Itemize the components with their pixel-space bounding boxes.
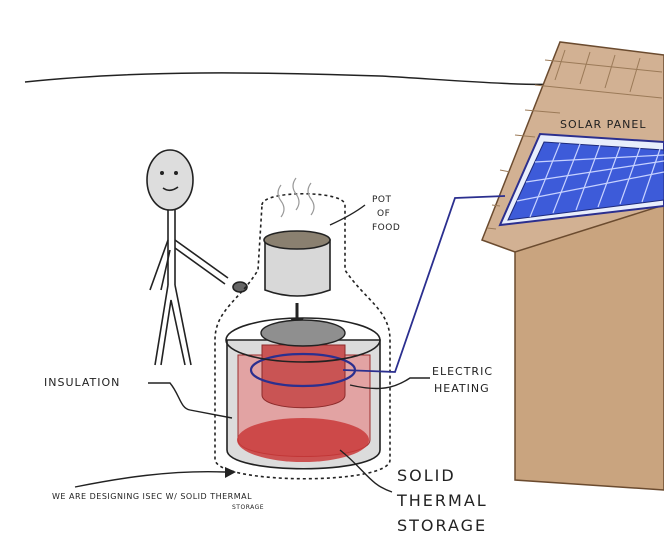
pot-of-food (263, 177, 331, 328)
ladle-icon (232, 281, 248, 293)
house-wall (514, 204, 664, 491)
horizon-line (24, 72, 561, 86)
insulation-label: Insulation (44, 376, 121, 389)
electric-heating-label-2: Heating (434, 382, 490, 395)
solid-thermal-storage-label-1: Solid (397, 466, 456, 485)
thermal-storage-unit (225, 317, 381, 470)
solid-thermal-storage-label-2: Thermal (397, 491, 488, 510)
solid-thermal-storage-core (237, 418, 369, 462)
pot-of-food-label-3: Food (372, 223, 401, 233)
steam-icon (277, 177, 315, 218)
electric-heating-pointer (349, 377, 430, 390)
thermal-storage-pointer (339, 449, 393, 493)
house (481, 41, 664, 491)
roof-shingle-lines (486, 49, 663, 230)
caption-arrow (74, 471, 226, 488)
label-pointers (74, 204, 430, 493)
pot-of-food-label-2: of (377, 209, 391, 219)
solid-thermal-storage-label-3: Storage (397, 516, 488, 535)
electric-heating-label-1: Electric (432, 365, 493, 378)
solar-panel-label: Solar Panel (560, 118, 647, 131)
pot-of-food-label-1: Pot (372, 195, 392, 205)
caption-text-1: We are designing ISEC w/ Solid Thermal (52, 492, 253, 501)
caption-text-2: Storage (232, 504, 265, 511)
insulation-boundary (214, 193, 391, 480)
pot-pointer (329, 204, 366, 226)
solar-panel-gridlines (516, 142, 664, 218)
insulation-pointer (148, 382, 233, 419)
stick-figure (146, 149, 248, 366)
solar-wire (342, 195, 506, 373)
figure-head (146, 149, 194, 211)
